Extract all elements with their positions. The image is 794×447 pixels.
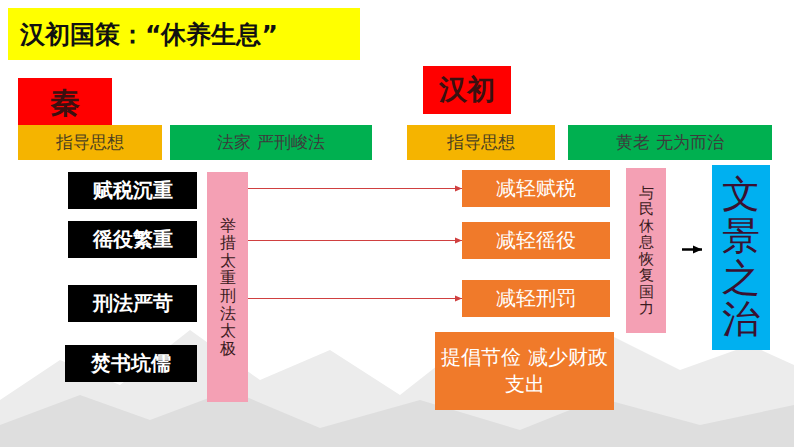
idea-box: 法家 严刑峻法 [170, 125, 372, 160]
box-label: 法家 严刑峻法 [217, 131, 324, 154]
result-box: 文景之治 [712, 165, 770, 350]
connector-arrow [248, 298, 462, 299]
box-label: 减轻徭役 [496, 227, 576, 254]
policy-box: 减轻徭役 [462, 222, 610, 259]
idea-label: 指导思想 [407, 125, 555, 160]
policy-box: 减轻赋税 [462, 170, 610, 207]
box-label: 徭役繁重 [93, 226, 173, 253]
box-label: 黄老 无为而治 [616, 131, 723, 154]
problem-box: 焚书坑儒 [65, 345, 197, 382]
connector-arrow [248, 188, 462, 189]
summary-band: 与民休息 恢复国力 [626, 168, 666, 333]
connector-arrow [682, 248, 702, 251]
box-label: 汉初 [439, 71, 495, 109]
box-label: 秦 [50, 83, 80, 124]
box-label: 焚书坑儒 [91, 350, 171, 377]
vertical-label: 文景之治 [722, 174, 760, 341]
problem-box: 赋税沉重 [68, 172, 197, 209]
idea-label: 指导思想 [18, 125, 162, 160]
box-label: 指导思想 [447, 131, 515, 154]
connector-arrow [248, 240, 462, 241]
problem-box: 徭役繁重 [68, 221, 197, 258]
problem-box: 刑法严苛 [68, 285, 197, 322]
policy-box: 减轻刑罚 [462, 280, 610, 317]
box-label: 指导思想 [56, 131, 124, 154]
box-label: 刑法严苛 [93, 290, 173, 317]
summary-band: 举措太重 刑法太极 [207, 172, 248, 402]
title-text: 汉初国策：“休养生息” [20, 18, 278, 51]
vertical-label: 举措太重 刑法太极 [220, 217, 236, 358]
box-label: 减轻赋税 [496, 175, 576, 202]
box-label: 提倡节俭 减少财政支出 [441, 344, 608, 398]
box-label: 赋税沉重 [93, 177, 173, 204]
box-label: 减轻刑罚 [496, 285, 576, 312]
idea-box: 黄老 无为而治 [568, 125, 772, 160]
title-band: 汉初国策：“休养生息” [8, 8, 360, 60]
far-hills [0, 330, 794, 447]
near-hills [0, 390, 794, 447]
era-tag: 汉初 [423, 66, 511, 114]
era-tag: 秦 [18, 78, 112, 129]
policy-box: 提倡节俭 减少财政支出 [435, 332, 614, 410]
vertical-label: 与民休息 恢复国力 [639, 185, 654, 317]
